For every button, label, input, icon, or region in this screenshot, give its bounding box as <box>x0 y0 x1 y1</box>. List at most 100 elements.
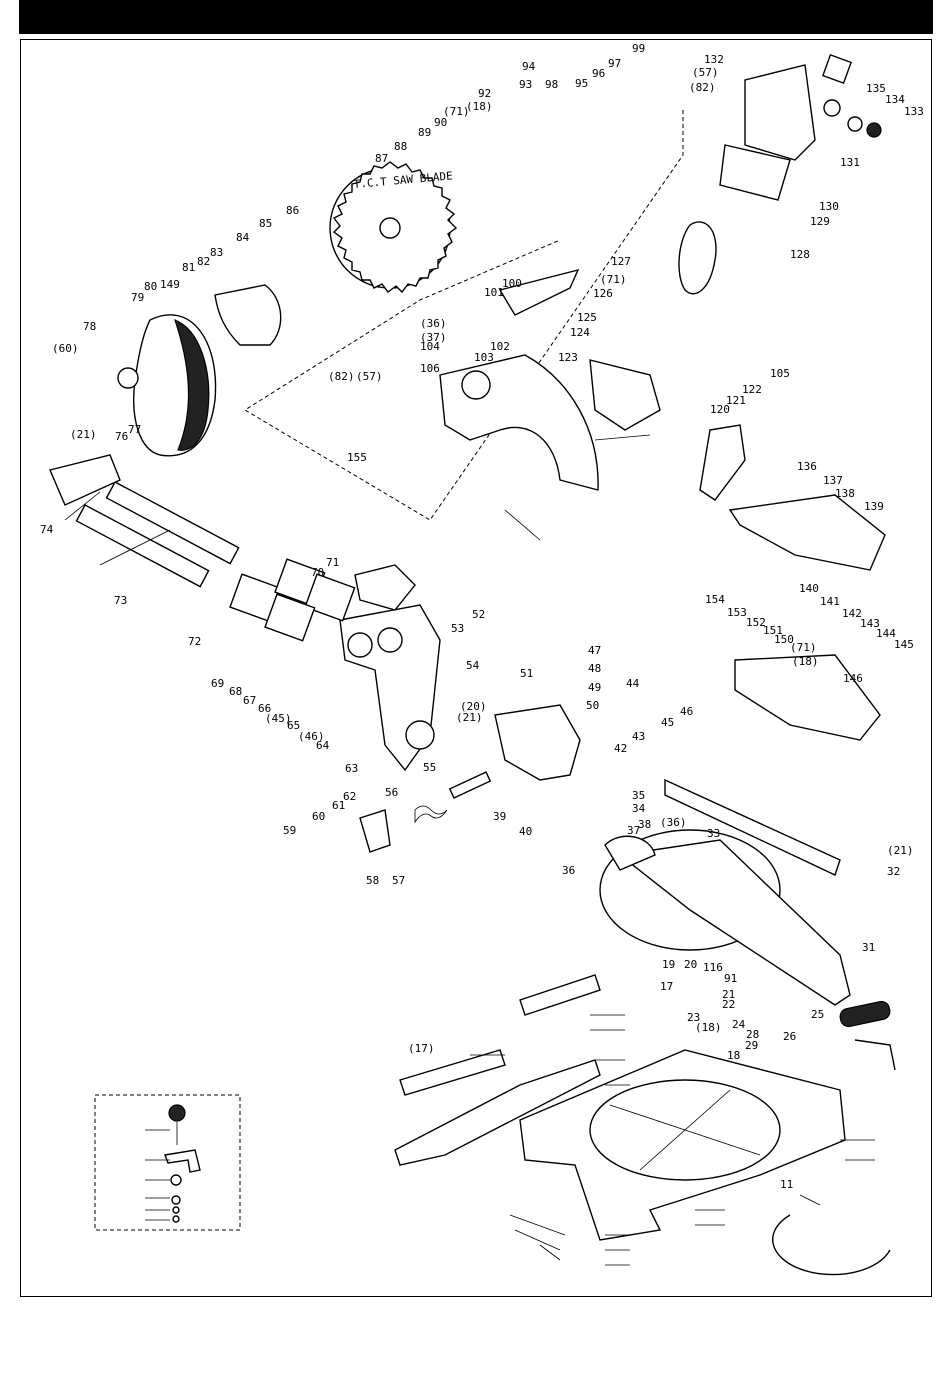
part-label: 50 <box>586 699 599 712</box>
part-label: 37 <box>627 824 640 837</box>
part-label: 97 <box>608 57 621 70</box>
part-label: 76 <box>115 430 128 443</box>
part-label: 88 <box>394 140 407 153</box>
part-label: 62 <box>343 790 356 803</box>
part-label: (71) <box>443 105 470 118</box>
upper-blade-guard <box>117 314 217 457</box>
part-label: 74 <box>40 523 54 536</box>
part-label: (60) <box>52 342 79 355</box>
part-label: (18) <box>792 655 819 668</box>
part-label: 146 <box>843 672 863 685</box>
part-label: 142 <box>842 607 862 620</box>
motor-housing <box>678 54 882 295</box>
part-label: 67 <box>243 694 256 707</box>
part-label: 42 <box>614 742 627 755</box>
part-label: 58 <box>366 874 379 887</box>
part-label: 102 <box>490 340 510 353</box>
part-label: (82) <box>689 81 716 94</box>
part-label: 138 <box>835 487 855 500</box>
part-label: 123 <box>558 351 578 364</box>
part-label: 143 <box>860 617 880 630</box>
part-label: 105 <box>770 367 790 380</box>
part-label: 63 <box>345 762 358 775</box>
part-label: 18 <box>727 1049 740 1062</box>
hold-down-clamp-parts <box>164 1104 201 1223</box>
part-label: 139 <box>864 500 884 513</box>
part-label: 82 <box>197 255 210 268</box>
slide-rails <box>49 454 240 588</box>
part-label: 141 <box>820 595 840 608</box>
part-label: 39 <box>493 810 506 823</box>
part-label: 20 <box>684 958 697 971</box>
part-label: (18) <box>466 100 493 113</box>
part-label: 29 <box>745 1039 758 1052</box>
part-label: 49 <box>588 681 601 694</box>
part-label: 149 <box>160 278 180 291</box>
part-label: (36) <box>660 816 687 829</box>
part-label: (18) <box>695 1021 722 1034</box>
part-label: (21) <box>887 844 914 857</box>
part-label: 125 <box>577 311 597 324</box>
part-label: 127 <box>611 255 631 268</box>
part-label: 65 <box>287 719 300 732</box>
part-label: 91 <box>724 972 737 985</box>
part-label: 133 <box>904 105 924 118</box>
part-label: 80 <box>144 280 157 293</box>
part-label: (71) <box>790 641 817 654</box>
base <box>519 1049 891 1276</box>
part-label: 70 <box>311 566 324 579</box>
part-label: 155 <box>347 451 367 464</box>
part-label: 56 <box>385 786 398 799</box>
part-label: 40 <box>519 825 532 838</box>
part-label: 92 <box>478 87 491 100</box>
part-label: (82) <box>328 370 355 383</box>
part-label: 135 <box>866 82 886 95</box>
part-label: 47 <box>588 644 601 657</box>
part-label: 35 <box>632 789 645 802</box>
part-label: 68 <box>229 685 242 698</box>
part-label: 52 <box>472 608 485 621</box>
rear-fence-bar <box>664 778 841 876</box>
bevel-bracket <box>494 704 581 781</box>
part-label: 136 <box>797 460 817 473</box>
part-label: 45 <box>661 716 674 729</box>
part-label: 129 <box>810 215 830 228</box>
part-label: (57) <box>692 66 719 79</box>
part-label: 22 <box>722 998 735 1011</box>
part-label: 150 <box>774 633 794 646</box>
part-label: (46) <box>298 730 325 743</box>
part-label: 137 <box>823 474 843 487</box>
part-label: (17) <box>408 1042 435 1055</box>
part-label: (45) <box>265 712 292 725</box>
part-label: 31 <box>862 941 875 954</box>
part-label: 140 <box>799 582 819 595</box>
part-label: 66 <box>258 702 271 715</box>
part-label: (20) <box>460 700 487 713</box>
part-label: 83 <box>210 246 223 259</box>
part-label: 19 <box>662 958 675 971</box>
part-label: 79 <box>131 291 144 304</box>
lower-guard <box>214 284 282 346</box>
part-label: 28 <box>746 1028 759 1041</box>
part-label: 81 <box>182 261 195 274</box>
part-label: 38 <box>638 818 651 831</box>
part-label: (36) <box>420 317 447 330</box>
part-label: 99 <box>632 42 645 55</box>
part-label: 24 <box>732 1018 746 1031</box>
part-label: 116 <box>703 961 723 974</box>
part-label: 57 <box>392 874 405 887</box>
part-label: 151 <box>763 624 783 637</box>
part-label: 103 <box>474 351 494 364</box>
part-label: 25 <box>811 1008 824 1021</box>
part-label: 77 <box>128 423 141 436</box>
saw-blade: T.C.T SAW BLADE <box>329 161 458 294</box>
part-label: 72 <box>188 635 201 648</box>
part-label: 23 <box>687 1011 700 1024</box>
part-label: 32 <box>887 865 900 878</box>
rail-bracket <box>229 558 441 772</box>
part-label: 44 <box>626 677 640 690</box>
inset-box <box>94 1094 241 1231</box>
part-label: 53 <box>451 622 464 635</box>
part-label: 73 <box>114 594 127 607</box>
